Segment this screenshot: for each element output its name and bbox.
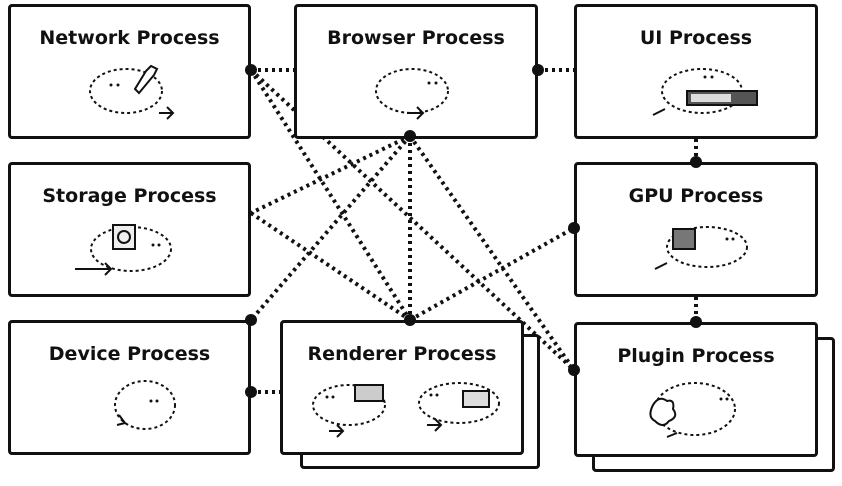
puzzle-loop-icon	[649, 382, 736, 438]
network-process-label: Network Process	[39, 27, 220, 49]
link-browser-plugin	[408, 134, 576, 372]
link-network-renderer	[249, 68, 412, 322]
window-loop-icon	[652, 68, 758, 116]
storage-process-label: Storage Process	[42, 185, 217, 207]
link-browser-storage	[250, 134, 411, 215]
device-process-box: Device Process	[8, 320, 251, 455]
gpu-process-box: GPU Process	[574, 162, 818, 297]
process-loop-icon	[114, 380, 176, 430]
disk-loop-icon	[75, 224, 172, 276]
plugin-process-box: Plugin Process	[574, 322, 818, 457]
network-process-box: Network Process	[8, 4, 251, 139]
storage-process-box: Storage Process	[8, 162, 251, 297]
chip-loop-icon	[654, 226, 748, 270]
renderer-process-box: Renderer Process	[280, 320, 524, 455]
link-browser-device	[249, 134, 412, 322]
ui-process-box: UI Process	[574, 4, 818, 139]
link-renderer-gpu	[409, 226, 575, 322]
device-process-label: Device Process	[48, 343, 211, 365]
gpu-process-label: GPU Process	[628, 185, 764, 207]
wrench-loop-icon	[89, 64, 175, 120]
link-storage-renderer	[249, 211, 412, 322]
process-loop-icon	[375, 68, 449, 120]
ui-process-label: UI Process	[639, 27, 753, 49]
browser-process-label: Browser Process	[327, 27, 505, 49]
plugin-process-label: Plugin Process	[617, 345, 775, 367]
renderer-loops-icon	[312, 382, 500, 438]
renderer-process-label: Renderer Process	[307, 343, 497, 365]
browser-process-box: Browser Process	[294, 4, 538, 139]
